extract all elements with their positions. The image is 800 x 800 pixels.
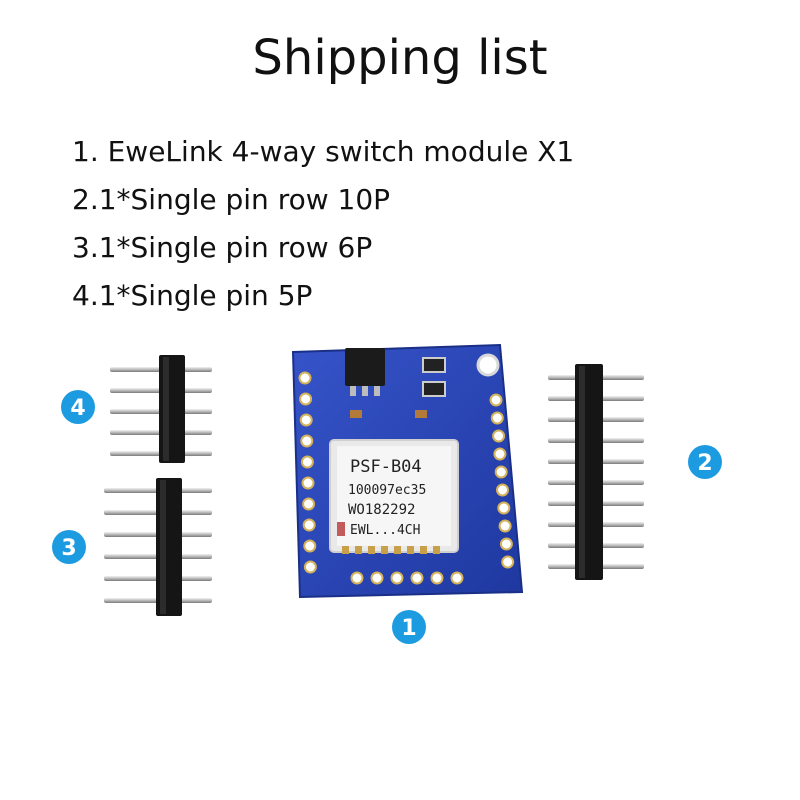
solder-pad — [302, 518, 316, 532]
pin-header-5p — [110, 355, 212, 463]
solder-pad — [497, 501, 511, 515]
solder-pad — [370, 571, 384, 585]
pin-header-10p — [548, 364, 644, 580]
solder-pad — [499, 537, 513, 551]
solder-pad — [298, 371, 312, 385]
svg-text:4: 4 — [70, 396, 85, 421]
badge-3: 3 — [52, 530, 86, 564]
chip-label-3: WO182292 — [348, 502, 415, 518]
list-item: 1. EweLink 4-way switch module X1 — [72, 135, 575, 168]
solder-pad — [303, 560, 317, 574]
solder-pad — [299, 392, 313, 406]
chip-label-1: PSF-B04 — [350, 457, 422, 477]
castellation-pad — [420, 546, 427, 554]
solder-pad — [498, 519, 512, 533]
badge-2: 2 — [688, 445, 722, 479]
shipping-list: 1. EweLink 4-way switch module X1 2.1*Si… — [72, 132, 574, 324]
castellation-pad — [381, 546, 388, 554]
solder-pad — [350, 571, 364, 585]
list-item: 3.1*Single pin row 6P — [72, 231, 373, 264]
solder-pad — [496, 483, 509, 497]
solder-pad — [501, 555, 515, 569]
chip-label-2: 100097ec35 — [348, 483, 426, 498]
pin-header-6p — [104, 478, 212, 616]
switch-module-board: PSF-B04 100097ec35 WO182292 EWL...4CH — [291, 343, 524, 599]
svg-text:3: 3 — [61, 536, 76, 561]
svg-text:1: 1 — [401, 616, 416, 641]
castellation-pad — [407, 546, 414, 554]
castellation-pad — [355, 546, 362, 554]
castellation-pad — [394, 546, 401, 554]
solder-pad — [450, 571, 464, 585]
list-item: 2.1*Single pin row 10P — [72, 183, 391, 216]
list-item: 4.1*Single pin 5P — [72, 279, 313, 312]
solder-pad — [303, 539, 317, 553]
solder-pad — [299, 413, 313, 427]
castellation-pad — [342, 546, 349, 554]
castellation-pad — [368, 546, 375, 554]
solder-pad — [493, 447, 507, 461]
solder-pad — [494, 465, 508, 479]
solder-pad — [301, 476, 315, 490]
solder-pad — [302, 497, 316, 511]
page-title: Shipping list — [252, 30, 548, 86]
solder-pad — [410, 571, 424, 585]
solder-pad — [489, 393, 503, 407]
solder-pad — [490, 411, 504, 425]
solder-pad — [492, 429, 506, 443]
chip-label-4: EWL...4CH — [350, 523, 420, 538]
solder-pad — [300, 455, 314, 469]
badge-1: 1 — [392, 610, 426, 644]
solder-pad — [390, 571, 404, 585]
solder-pad — [430, 571, 444, 585]
castellation-pad — [433, 546, 440, 554]
solder-pad — [300, 434, 314, 448]
svg-text:2: 2 — [697, 451, 712, 476]
badge-4: 4 — [61, 390, 95, 424]
